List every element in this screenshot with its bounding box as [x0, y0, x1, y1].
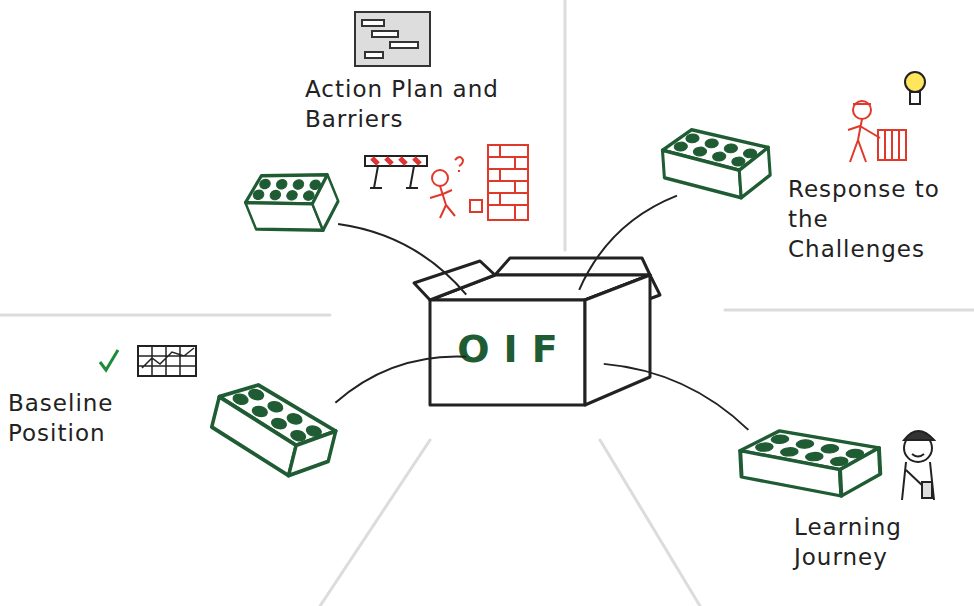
brick-wall — [488, 145, 528, 220]
brick-outline — [194, 357, 355, 492]
brick-stud — [248, 388, 265, 401]
beret — [904, 431, 934, 440]
brick-stud — [258, 178, 271, 190]
chart-lines — [138, 346, 196, 376]
brick-stud — [292, 178, 305, 190]
connector-line — [579, 196, 677, 290]
brick-front — [662, 145, 741, 203]
chart-icon — [138, 346, 196, 376]
brick-stud — [705, 139, 719, 149]
brick-stud — [686, 134, 700, 144]
brick-stud — [286, 412, 303, 425]
brick-stud — [821, 444, 839, 453]
smile — [912, 454, 924, 457]
lightbulb-base — [910, 92, 920, 104]
figure-body — [430, 186, 455, 218]
brick-stud — [830, 457, 848, 466]
brick-side — [304, 175, 346, 231]
box-label: OIF — [430, 327, 585, 371]
figure-head — [432, 170, 448, 186]
brick-node: Learning Journey — [730, 414, 890, 502]
brick-stud — [305, 424, 322, 437]
barrier-board — [365, 156, 427, 166]
divider-line — [600, 440, 700, 606]
brick-stud — [302, 189, 315, 201]
brick-label: Action Plan and Barriers — [305, 74, 515, 134]
box-left-flap — [414, 261, 495, 300]
brick-node: Response to the Challenges — [655, 112, 777, 204]
brick-side — [839, 448, 881, 496]
crate-slats — [885, 130, 899, 160]
plan-bar — [365, 52, 383, 58]
box-front — [430, 300, 585, 405]
brick-stud — [755, 442, 773, 451]
brick-stud — [285, 189, 298, 201]
brick-outline — [652, 108, 780, 208]
divider-line — [564, 0, 567, 250]
crate — [878, 130, 906, 160]
brick-stud — [846, 449, 864, 458]
brick-stud — [251, 405, 268, 418]
plan-bar — [372, 31, 398, 37]
brick-stud — [270, 417, 287, 430]
brick-front — [205, 397, 303, 476]
divider-line — [725, 309, 974, 312]
brick-stud — [771, 435, 789, 444]
brick-side — [738, 147, 772, 197]
brick-side — [289, 423, 336, 484]
plan-bar — [390, 42, 418, 48]
brick-front — [245, 180, 323, 254]
brick-outline — [728, 410, 892, 506]
figure-body — [848, 104, 880, 162]
brick-stud — [290, 429, 307, 442]
divider-line — [0, 314, 330, 317]
dice — [470, 200, 482, 212]
brick-stud — [796, 439, 814, 448]
box-side — [585, 275, 650, 405]
brick-stud — [712, 152, 726, 162]
connector-line — [335, 356, 466, 402]
barrier-stripes — [372, 158, 420, 164]
box-back-flap — [495, 258, 650, 275]
brick-outline — [226, 135, 354, 261]
plan-bar — [362, 20, 384, 26]
brick-stud — [232, 393, 249, 406]
brick-label: Response to the Challenges — [788, 174, 972, 264]
brick-stud — [780, 447, 798, 456]
brick-label: Baseline Position — [8, 388, 178, 448]
brick-front — [740, 445, 841, 501]
brick-label: Learning Journey — [794, 512, 964, 572]
brick-stud — [308, 179, 321, 191]
wall-lines — [488, 145, 528, 220]
character-body — [902, 462, 934, 500]
brick-stud — [674, 142, 688, 152]
check-mark — [100, 350, 118, 370]
phone — [922, 482, 932, 498]
plan-icon — [355, 12, 430, 66]
brick-stud — [269, 189, 282, 201]
lightbulb — [905, 72, 925, 92]
question-mark — [455, 157, 463, 172]
connector-line — [338, 224, 466, 295]
divider-line — [320, 440, 430, 606]
brick-stud — [743, 149, 757, 159]
brick-node: Baseline Position — [205, 372, 345, 476]
brick-stud — [805, 452, 823, 461]
brick-stud — [275, 178, 288, 190]
barrier-legs — [370, 166, 418, 188]
brick-node: Action Plan and Barriers — [240, 150, 340, 245]
connector-line — [604, 364, 749, 430]
box-node: OIF — [410, 255, 660, 410]
brick-stud — [693, 147, 707, 157]
brick-stud — [724, 144, 738, 154]
brick-stud — [732, 157, 746, 167]
brick-stud — [252, 189, 265, 201]
brick-stud — [267, 400, 284, 413]
